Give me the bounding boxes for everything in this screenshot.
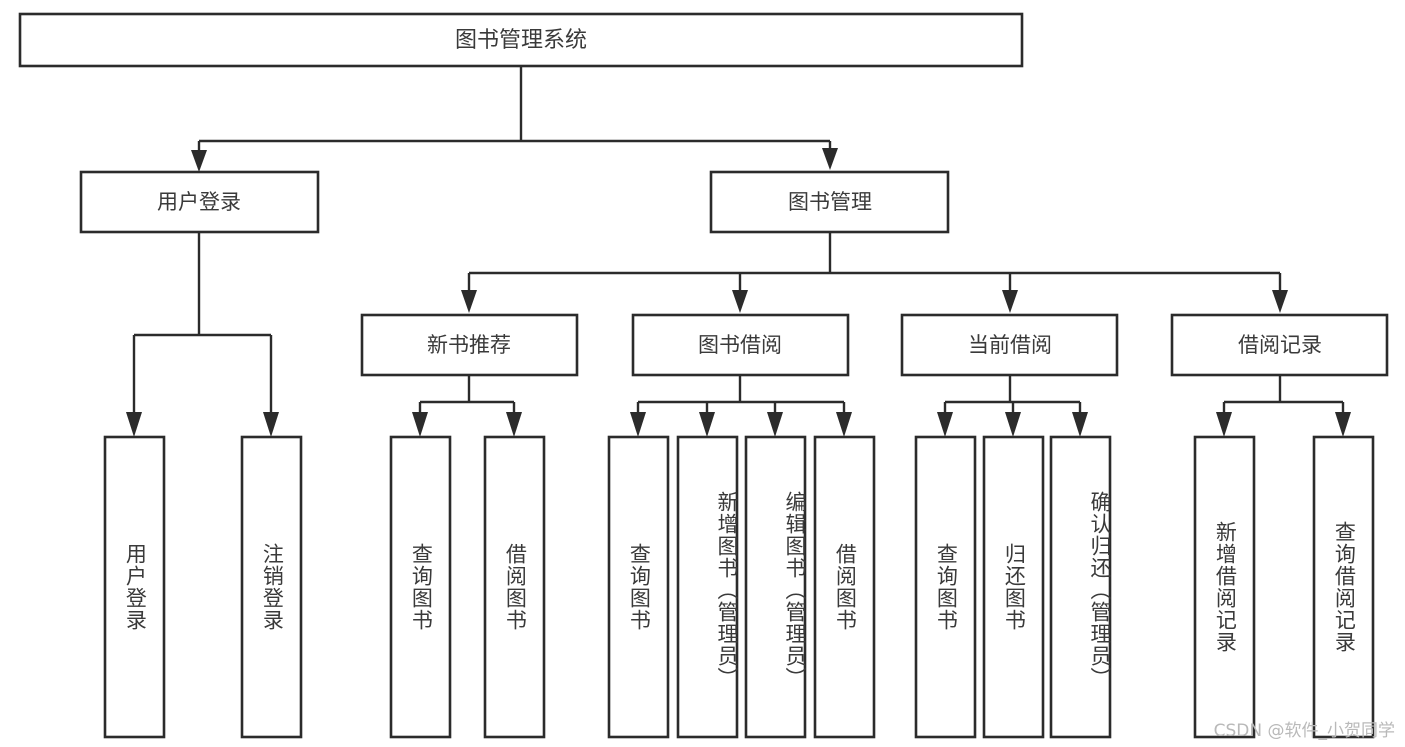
node-borrow-record[interactable]: 借阅记录	[1170, 313, 1389, 377]
arrow-user-login-leaf-1	[126, 412, 142, 437]
node-book-borrow-box[interactable]	[631, 313, 850, 377]
arrow-book-mgmt-child-1	[461, 290, 477, 313]
node-user-login[interactable]: 用户登录	[79, 170, 320, 234]
connector-group-new-book	[412, 375, 522, 437]
arrow-book-borrow-leaf-2	[699, 412, 715, 437]
arrow-user-login-leaf-2	[263, 412, 279, 437]
leaf-box-user-login-1[interactable]	[103, 435, 166, 739]
node-borrow-record-label: 借阅记录	[1238, 333, 1322, 357]
node-current-borrow-box[interactable]	[900, 313, 1119, 377]
arrow-current-borrow-leaf-3	[1072, 412, 1088, 437]
node-user-login-label: 用户登录	[157, 190, 241, 214]
leaf-box-current-borrow-3[interactable]	[1049, 435, 1112, 739]
arrow-book-mgmt-child-2	[732, 290, 748, 313]
arrow-current-borrow-leaf-2	[1005, 412, 1021, 437]
connector-group-borrow-record	[1216, 375, 1351, 437]
connector-group-current-borrow	[937, 375, 1088, 437]
leaf-box-book-borrow-1[interactable]	[607, 435, 670, 739]
node-root[interactable]: 图书管理系统	[18, 12, 1024, 68]
leaf-box-new-book-2[interactable]	[483, 435, 546, 739]
arrow-book-borrow-leaf-4	[836, 412, 852, 437]
connector-group-book-borrow	[630, 375, 852, 437]
node-book-management-box[interactable]	[709, 170, 950, 234]
arrow-root-to-user-login	[191, 150, 207, 172]
connector-group-book-mgmt	[461, 232, 1288, 313]
arrow-borrow-record-leaf-2	[1335, 412, 1351, 437]
node-current-borrow[interactable]: 当前借阅	[900, 313, 1119, 377]
node-user-login-box[interactable]	[79, 170, 320, 234]
node-root-label: 图书管理系统	[455, 28, 587, 53]
arrow-book-mgmt-child-4	[1272, 290, 1288, 313]
arrow-book-borrow-leaf-1	[630, 412, 646, 437]
leaf-box-book-borrow-4[interactable]	[813, 435, 876, 739]
arrow-borrow-record-leaf-1	[1216, 412, 1232, 437]
connector-group-user-login	[126, 232, 279, 437]
arrow-new-book-leaf-1	[412, 412, 428, 437]
node-new-book-recommend[interactable]: 新书推荐	[360, 313, 579, 377]
node-new-book-recommend-box[interactable]	[360, 313, 579, 377]
arrow-book-mgmt-child-3	[1002, 290, 1018, 313]
arrow-root-to-book-mgmt	[822, 148, 838, 170]
arrow-book-borrow-leaf-3	[767, 412, 783, 437]
node-book-management-label: 图书管理	[788, 190, 872, 214]
node-book-borrow-label: 图书借阅	[698, 333, 782, 357]
leaf-box-user-login-2[interactable]	[240, 435, 303, 739]
node-book-borrow[interactable]: 图书借阅	[631, 313, 850, 377]
leaf-box-borrow-record-2[interactable]	[1312, 435, 1375, 739]
leaf-box-current-borrow-2[interactable]	[982, 435, 1045, 739]
node-book-management[interactable]: 图书管理	[709, 170, 950, 234]
leaf-box-new-book-1[interactable]	[389, 435, 452, 739]
node-new-book-recommend-label: 新书推荐	[427, 333, 511, 357]
arrow-new-book-leaf-2	[506, 412, 522, 437]
leaf-box-book-borrow-2[interactable]	[676, 435, 739, 739]
node-current-borrow-label: 当前借阅	[968, 333, 1052, 357]
connector-group-root	[191, 66, 838, 172]
node-root-box[interactable]	[18, 12, 1024, 68]
leaf-box-borrow-record-1[interactable]	[1193, 435, 1256, 739]
leaf-box-current-borrow-1[interactable]	[914, 435, 977, 739]
leaf-box-book-borrow-3[interactable]	[744, 435, 807, 739]
node-borrow-record-box[interactable]	[1170, 313, 1389, 377]
arrow-current-borrow-leaf-1	[937, 412, 953, 437]
